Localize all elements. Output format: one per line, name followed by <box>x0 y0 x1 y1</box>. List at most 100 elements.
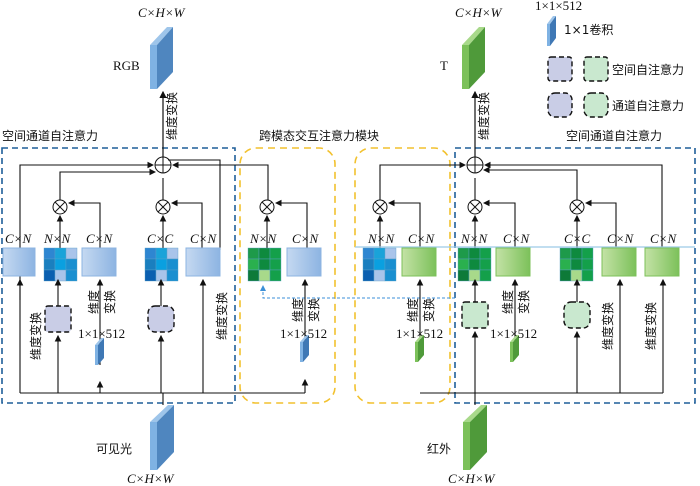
heatmap-cell <box>581 247 594 260</box>
heatmap-cell <box>54 258 67 271</box>
conv-size-3: 1×1×512 <box>396 326 443 341</box>
attention-map-nxn-green <box>247 247 282 282</box>
feature-map-cxn <box>286 247 322 277</box>
dim-transform-bottom: 变换 <box>421 298 436 322</box>
dim-transform-label: 维度变换 <box>600 302 615 350</box>
heatmap-cell <box>362 258 375 271</box>
heatmap-cell <box>373 258 386 271</box>
heatmap-cell <box>581 269 594 282</box>
cross-modal-link <box>260 285 455 299</box>
legend-conv-label: 1×1卷积 <box>564 22 613 37</box>
dim-transform-label: 维度变换 <box>214 292 229 340</box>
legend-spatial-label: 空间自注意力 <box>612 62 684 77</box>
dim-transform-top: 维度 <box>500 290 515 314</box>
spatial-attention-blue <box>44 305 72 333</box>
heatmap-cell <box>559 247 572 260</box>
lbl-cxn-5: C×N <box>408 231 435 246</box>
heatmap-cell <box>468 269 481 282</box>
heatmap-cell <box>373 247 386 260</box>
visible-size: C×H×W <box>127 471 175 486</box>
rgb-output-size: C×H×W <box>138 5 186 20</box>
infrared-label: 红外 <box>427 441 451 456</box>
t-output-tensor <box>462 27 485 89</box>
heatmap-cell <box>362 269 375 282</box>
dim-transform-bottom: 变换 <box>306 298 321 322</box>
conv-tensor-green <box>510 335 519 362</box>
lbl-nxn-4: N×N <box>460 231 488 246</box>
heatmap-cell <box>258 258 271 271</box>
heatmap-cell <box>155 247 168 260</box>
heatmap-cell <box>269 269 282 282</box>
heatmap-cell <box>258 247 271 260</box>
legend-channel-green <box>583 92 609 118</box>
rgb-label: RGB <box>113 58 140 73</box>
feature-map-cxn-green <box>495 247 531 277</box>
channel-attention-green <box>563 301 591 329</box>
attention-map-nxn-green <box>457 247 492 282</box>
infrared-input-tensor <box>463 405 487 470</box>
attention-map-nxn-blue <box>362 247 397 282</box>
sum-node-left <box>154 156 172 174</box>
attention-map-cxc-green <box>559 247 594 282</box>
t-label: T <box>440 58 448 73</box>
lbl-cxn-1: C×N <box>5 231 32 246</box>
dim-transform-label: 维度变换 <box>28 312 43 360</box>
conv-tensor-green <box>415 335 424 362</box>
dim-transform-top: 维度 <box>86 290 101 314</box>
heatmap-cell <box>247 247 260 260</box>
heatmap-cell <box>479 247 492 260</box>
heatmap-cell <box>258 269 271 282</box>
heatmap-cell <box>373 269 386 282</box>
heatmap-cell <box>65 247 78 260</box>
dim-transform-bottom: 变换 <box>102 290 117 314</box>
heatmap-cell <box>457 269 470 282</box>
cross-modal-title: 跨模态交互注意力模块 <box>259 128 379 143</box>
heatmap-cell <box>384 269 397 282</box>
left-block-title: 空间通道自注意力 <box>2 128 98 143</box>
sum-node-right <box>466 156 484 174</box>
spatial-attention-green <box>461 301 489 329</box>
heatmap-cell <box>43 247 56 260</box>
heatmap-cell <box>155 269 168 282</box>
heatmap-cell <box>479 269 492 282</box>
right-block-border <box>454 147 696 404</box>
heatmap-cell <box>479 258 492 271</box>
feature-map-cxn <box>81 247 117 277</box>
heatmap-cell <box>269 258 282 271</box>
heatmap-cell <box>54 269 67 282</box>
lbl-cxn-4: C×N <box>292 231 319 246</box>
lbl-cxn-6: C×N <box>503 231 530 246</box>
rgb-dim-transform: 维度变换 <box>164 92 179 140</box>
heatmap-cell <box>269 247 282 260</box>
right-block-title: 空间通道自注意力 <box>566 128 662 143</box>
dim-transform-label: 维度变换 <box>643 302 658 350</box>
feature-map-cxn-green <box>401 247 437 277</box>
dim-transform-top: 维度 <box>290 298 305 322</box>
feature-map-cxn <box>2 247 36 277</box>
heatmap-cell <box>65 258 78 271</box>
infrared-size: C×H×W <box>448 471 496 486</box>
heatmap-cell <box>362 247 375 260</box>
lbl-nxn-1: N×N <box>43 231 71 246</box>
lbl-nxn-2: N×N <box>249 231 277 246</box>
lbl-cxc-1: C×C <box>147 231 173 246</box>
lbl-cxn-7: C×N <box>607 231 634 246</box>
visible-input-tensor <box>150 405 174 470</box>
conv-tensor-blue <box>95 338 104 365</box>
conv-size-1: 1×1×512 <box>78 326 125 341</box>
heatmap-cell <box>65 269 78 282</box>
heatmap-cell <box>468 247 481 260</box>
heatmap-cell <box>144 269 157 282</box>
channel-attention-blue <box>147 305 175 333</box>
heatmap-cell <box>54 247 67 260</box>
heatmap-cell <box>144 247 157 260</box>
legend-conv-size: 1×1×512 <box>535 0 582 13</box>
legend-channel-label: 通道自注意力 <box>612 98 684 113</box>
lbl-cxn-3: C×N <box>190 231 217 246</box>
rgb-output-tensor <box>150 27 173 89</box>
heatmap-cell <box>155 258 168 271</box>
feature-map-cxn-green <box>601 247 637 277</box>
heatmap-cell <box>166 269 179 282</box>
feature-map-cxn-green <box>644 247 680 277</box>
